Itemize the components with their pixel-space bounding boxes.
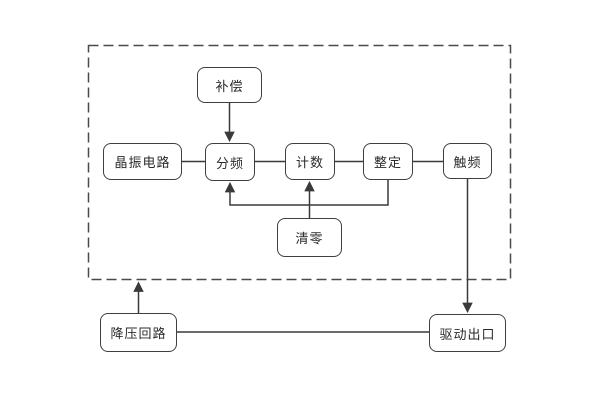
node-step-down-circuit: 降压回路	[100, 313, 177, 352]
dashed-boundary-box	[87, 44, 512, 281]
node-compensation: 补偿	[197, 67, 262, 103]
node-clear: 清零	[277, 218, 342, 257]
node-setting: 整定	[363, 143, 413, 180]
node-drive-output: 驱动出口	[429, 314, 506, 352]
node-counter: 计数	[285, 143, 335, 180]
node-crystal-oscillator: 晶振电路	[103, 143, 182, 180]
edge-setting-feedback-to-divider	[224, 180, 389, 206]
node-frequency-divider: 分频	[205, 143, 255, 181]
node-trigger: 触频	[443, 143, 492, 179]
